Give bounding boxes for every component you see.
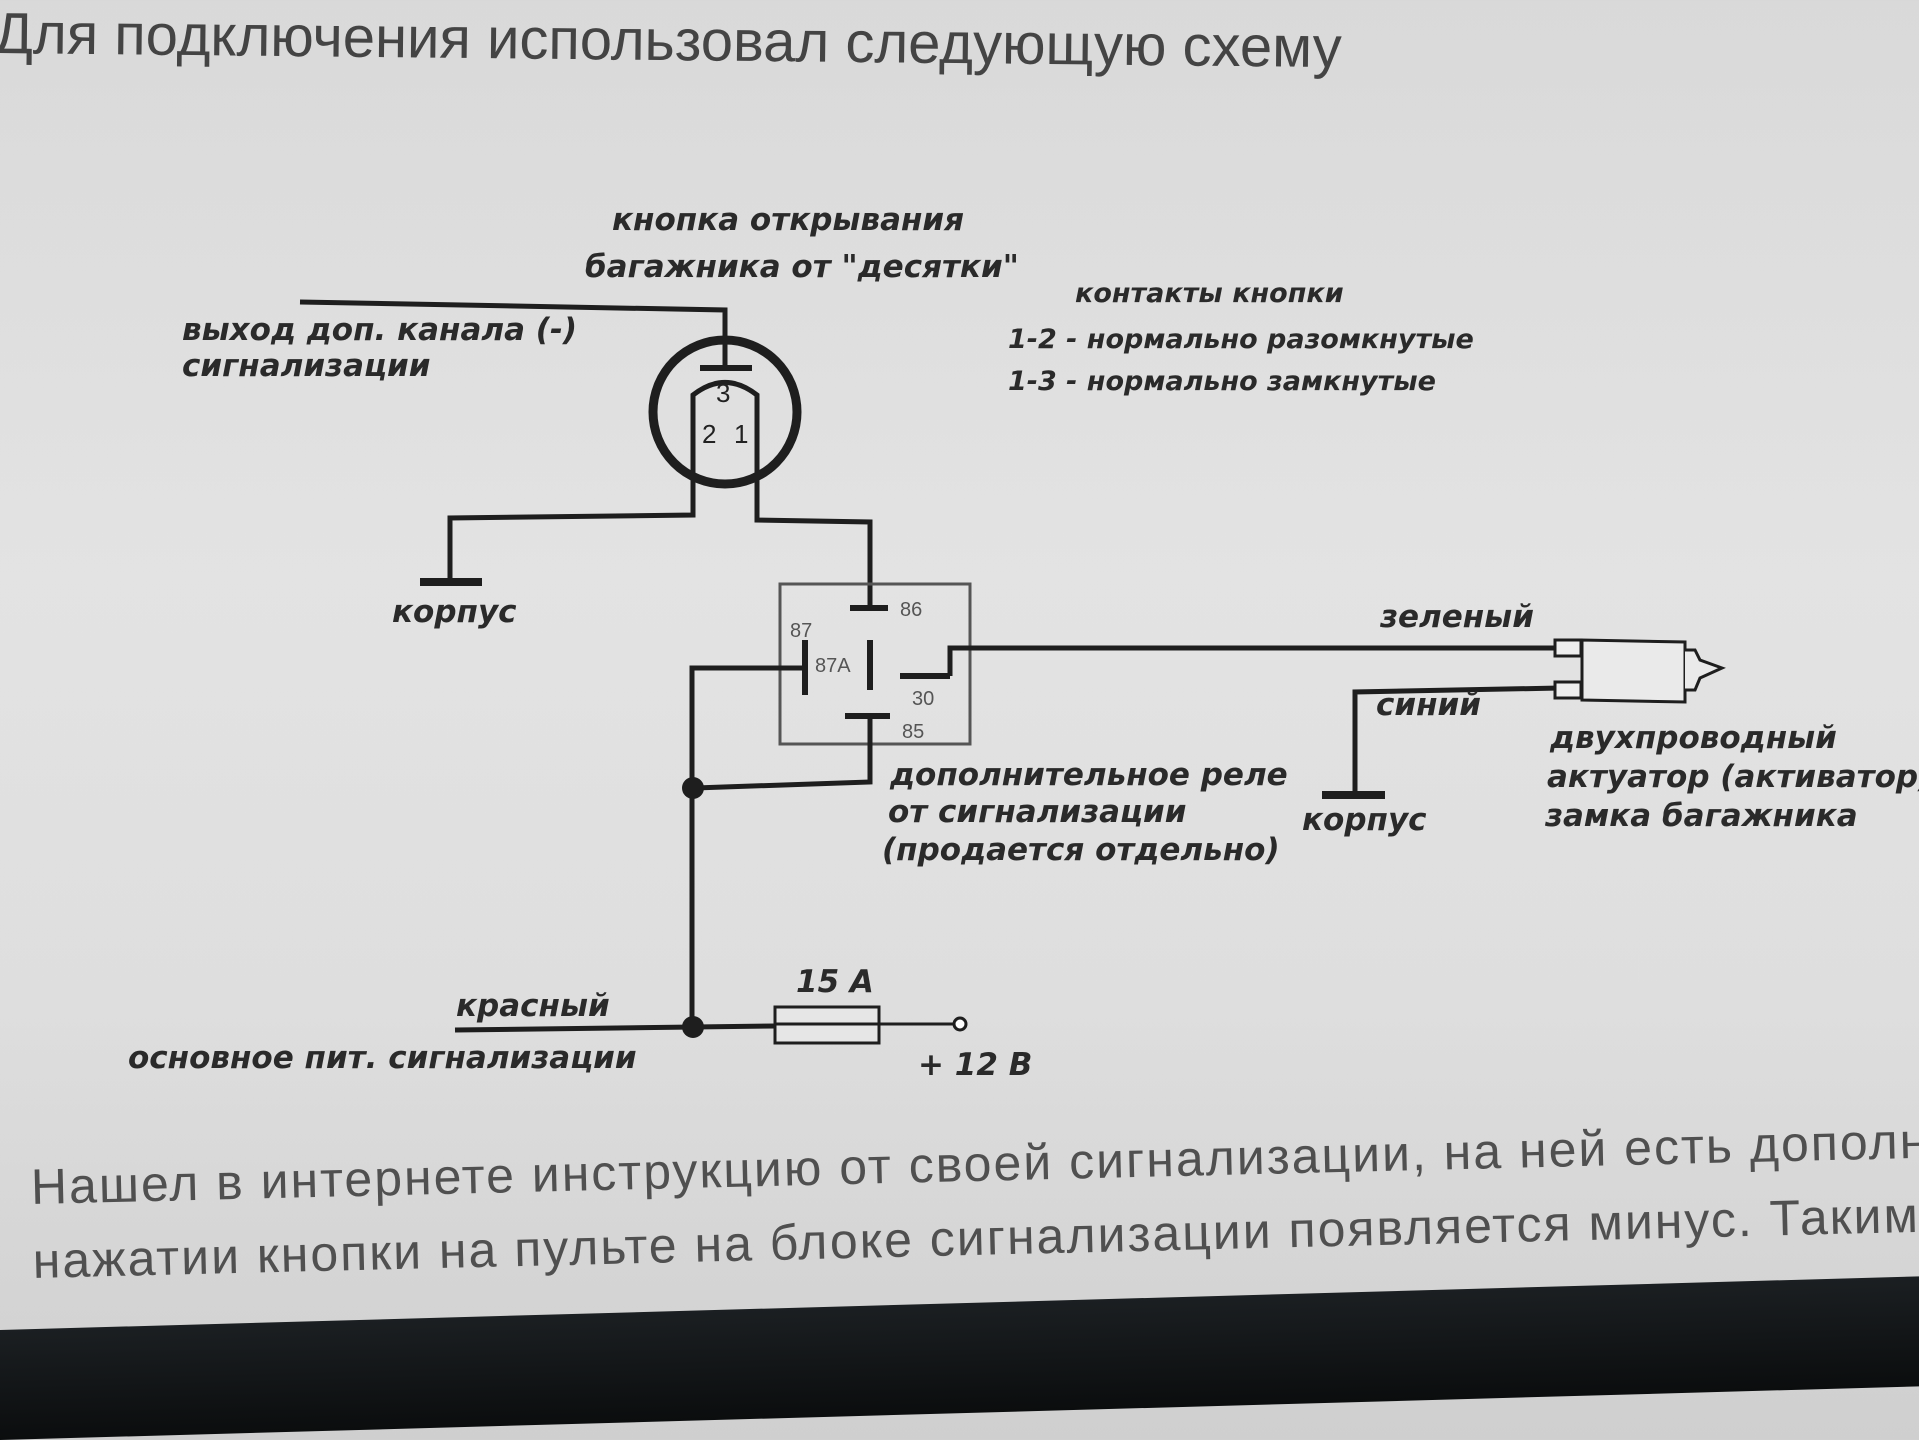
button-pin-3: 3 [716, 378, 730, 408]
main-power-label: основное пит. сигнализации [128, 1040, 637, 1076]
relay-pin-30: 30 [912, 688, 934, 710]
relay-caption-line1: дополнительное реле [889, 757, 1288, 793]
relay-pin-85: 85 [902, 721, 924, 743]
button-title-line1: кнопка открывания [612, 202, 964, 238]
relay-pin-86: 86 [900, 599, 922, 621]
alarm-channel-line1: выход доп. канала (-) [182, 312, 577, 348]
relay85-node-wire [694, 716, 873, 791]
trunk-button-inner-arc [690, 380, 760, 480]
junction-upper [682, 777, 704, 799]
ground-left-label: корпус [392, 594, 517, 630]
relay-caption-line2: от сигнализации [888, 794, 1186, 830]
relay-caption-line3: (продается отдельно) [882, 832, 1280, 868]
plus12-label: + 12 В [918, 1047, 1032, 1083]
junction-lower [682, 1016, 704, 1038]
relay-box [778, 582, 972, 746]
actuator-terminal-bottom [1553, 680, 1583, 700]
button-pin-2: 2 [702, 419, 716, 449]
power-rail [454, 1023, 776, 1033]
contacts-normally-closed: 1-3 - нормально замкнутые [1008, 366, 1436, 397]
trunk-button-outer-ring [648, 335, 802, 489]
actuator-terminal-top [1553, 638, 1583, 658]
plus12-terminal [952, 1016, 968, 1032]
actuator-line1: двухпроводный [1549, 720, 1837, 756]
relay-pin-87: 87 [790, 620, 812, 642]
pin1-relay86-wire [754, 478, 873, 605]
ground-right-label: корпус [1302, 802, 1427, 838]
blue-wire [1352, 685, 1561, 796]
green-wire [947, 645, 1560, 676]
blue-wire-label: синий [1376, 687, 1481, 723]
pin2-ground-wire [447, 478, 696, 580]
contacts-title: контакты кнопки [1075, 278, 1344, 309]
relay-pin-87a: 87A [815, 655, 851, 677]
red-wire-label: красный [456, 988, 610, 1024]
actuator-body [1580, 638, 1687, 704]
actuator-rod [1685, 648, 1726, 692]
alarm-channel-line2: сигнализации [182, 348, 430, 384]
green-wire-label: зеленый [1379, 599, 1534, 635]
button-pin-1: 1 [734, 419, 748, 449]
actuator-line3: замка багажника [1544, 798, 1858, 834]
relay87-power-wire [689, 665, 805, 1028]
contacts-normally-open: 1-2 - нормально разомкнутые [1008, 324, 1474, 355]
actuator-line2: актуатор (активатор) [1547, 759, 1919, 795]
fuse-label: 15 A [796, 964, 874, 1000]
alarm-channel-wire [299, 299, 728, 365]
button-title-line2: багажника от "десятки" [585, 249, 1019, 285]
